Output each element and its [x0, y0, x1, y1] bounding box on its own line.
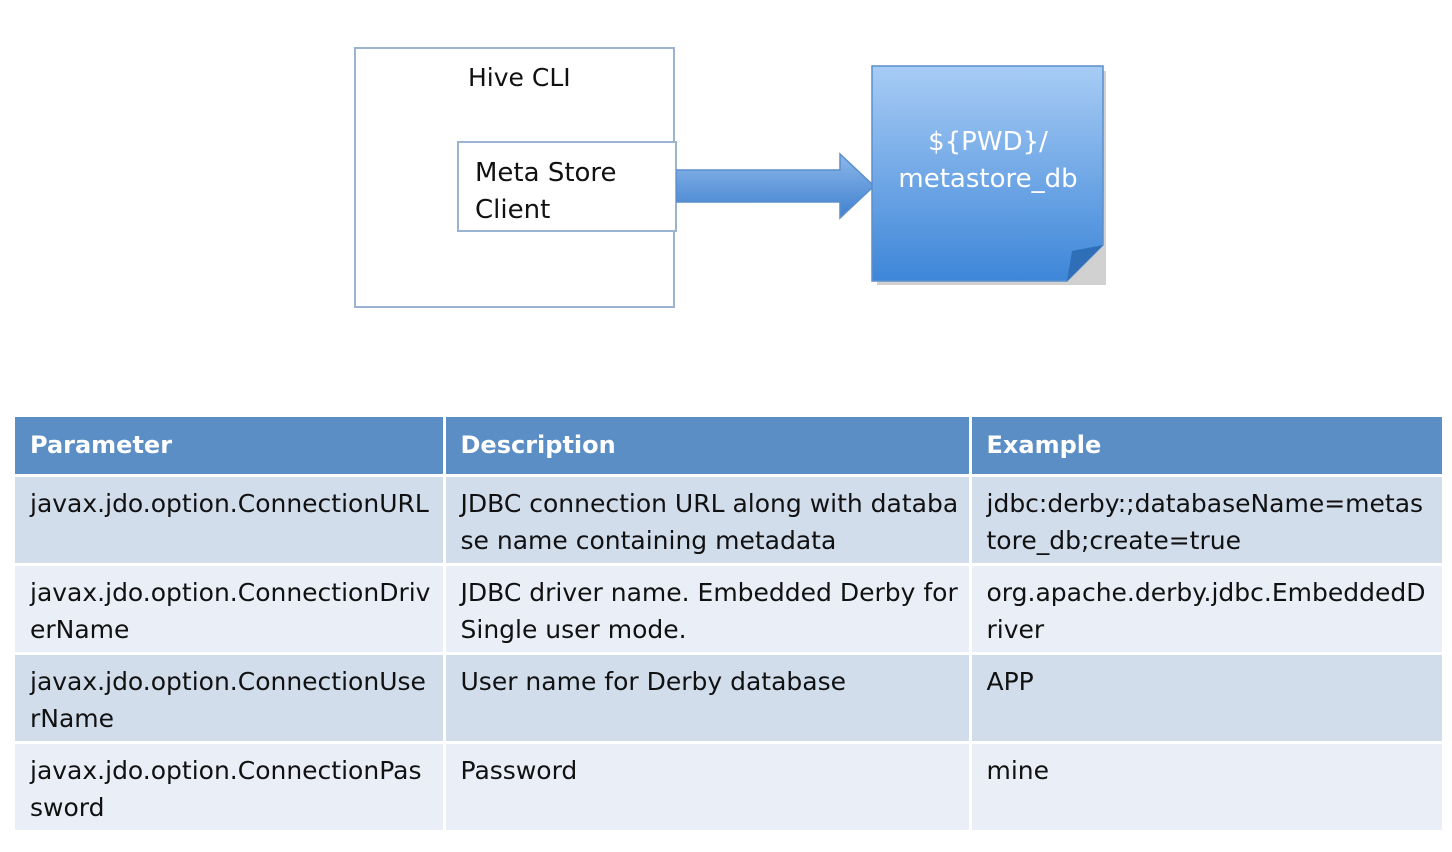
metastore-client-label-line1: Meta Store: [475, 158, 617, 188]
hive-cli-label: Hive CLI: [468, 63, 571, 92]
metastore-client-label-line2: Client: [475, 195, 551, 225]
cell-description: Password: [444, 742, 972, 833]
arrow-shape: [676, 152, 876, 220]
cell-parameter: javax.jdo.option.ConnectionPassword: [15, 742, 446, 833]
metastore-db-label-line1: ${PWD}/: [928, 127, 1048, 157]
document-shape: [871, 65, 1106, 285]
parameter-table: Parameter Description Example javax.jdo.…: [15, 417, 1442, 833]
table-row: javax.jdo.option.ConnectionUserName User…: [15, 653, 1442, 744]
cell-description: User name for Derby database: [444, 653, 972, 744]
connection-arrow: [676, 152, 876, 220]
cell-parameter: javax.jdo.option.ConnectionURL: [15, 475, 446, 566]
cell-example: APP: [970, 653, 1442, 744]
cell-parameter: javax.jdo.option.ConnectionDriverName: [15, 564, 446, 655]
cell-example: jdbc:derby:;databaseName=metastore_db;cr…: [970, 475, 1442, 566]
metastore-db-label: ${PWD}/ metastore_db: [872, 124, 1104, 198]
cell-description: JDBC driver name. Embedded Derby for Sin…: [444, 564, 972, 655]
table-row: javax.jdo.option.ConnectionURL JDBC conn…: [15, 475, 1442, 566]
table-header-row: Parameter Description Example: [15, 417, 1442, 477]
header-example: Example: [970, 417, 1442, 477]
metastore-client-box: Meta Store Client: [457, 141, 677, 232]
cell-description: JDBC connection URL along with database …: [444, 475, 972, 566]
cell-example: org.apache.derby.jdbc.EmbeddedDriver: [970, 564, 1442, 655]
table-row: javax.jdo.option.ConnectionDriverName JD…: [15, 564, 1442, 655]
metastore-db-label-line2: metastore_db: [898, 164, 1078, 194]
header-parameter: Parameter: [15, 417, 446, 477]
header-description: Description: [444, 417, 972, 477]
cell-parameter: javax.jdo.option.ConnectionUserName: [15, 653, 446, 744]
table-row: javax.jdo.option.ConnectionPassword Pass…: [15, 742, 1442, 833]
cell-example: mine: [970, 742, 1442, 833]
metastore-db-document: ${PWD}/ metastore_db: [866, 60, 1112, 292]
